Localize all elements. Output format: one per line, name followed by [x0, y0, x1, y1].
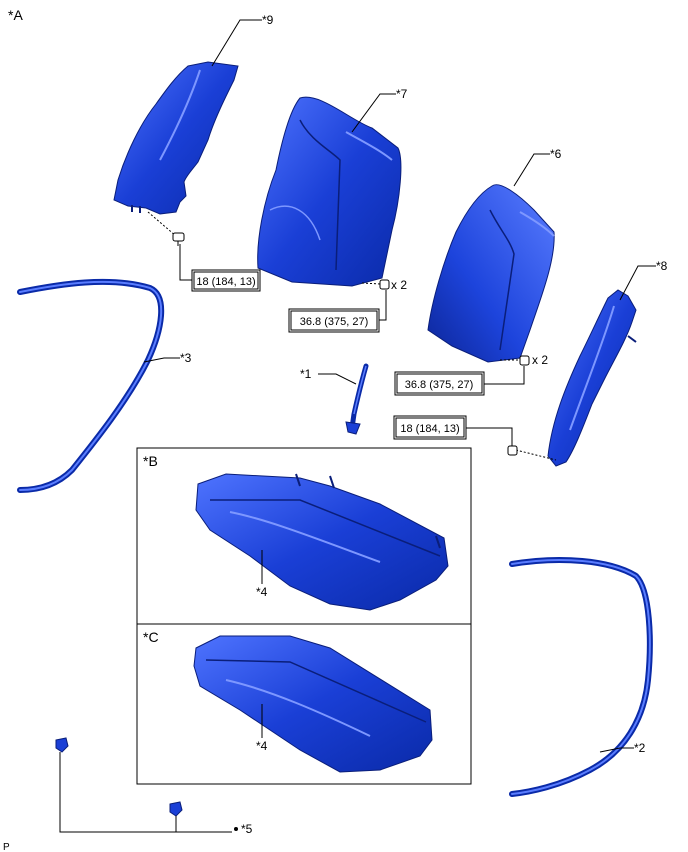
torque-box-7: 36.8 (375, 27): [288, 308, 380, 333]
torque-box-6: 36.8 (375, 27): [394, 371, 485, 396]
bolt-7: [379, 279, 390, 290]
callout-8: *8: [656, 259, 668, 273]
frame-view-c: [136, 623, 472, 785]
torque-value-7: 36.8 (375, 27): [300, 316, 369, 328]
view-label-a: *A: [8, 7, 23, 23]
callout-5: *5: [241, 822, 253, 836]
view-label-c: *C: [143, 629, 159, 645]
callout-3: *3: [180, 351, 192, 365]
leader-7: [351, 93, 396, 133]
seatback-center: [257, 96, 402, 287]
callout-7: *7: [396, 87, 408, 101]
side-bolster-right: [547, 289, 637, 467]
bullet-5: [234, 827, 238, 831]
torque-value-9: 18 (184, 13): [196, 276, 255, 288]
callout-9: *9: [262, 13, 274, 27]
bolt-9: [172, 232, 185, 246]
callout-6: *6: [550, 147, 562, 161]
seat-cushion-b: [195, 473, 449, 611]
side-bolster-left: [113, 61, 239, 215]
leader-2: [599, 747, 634, 753]
clip-5a: [55, 737, 69, 753]
callout-4-c: *4: [256, 739, 268, 753]
hook-strap: [345, 363, 369, 435]
leader-5: [59, 752, 232, 833]
corner-mark: P: [3, 842, 10, 852]
torque-value-6: 36.8 (375, 27): [405, 379, 474, 391]
leader-3: [143, 357, 180, 363]
leader-1: [318, 373, 357, 385]
seatback-right: [427, 184, 555, 363]
callout-1: *1: [300, 367, 312, 381]
view-label-b: *B: [143, 453, 158, 469]
torque-value-8: 18 (184, 13): [400, 423, 459, 435]
dashed-line-7: [361, 282, 381, 285]
torque-box-8: 18 (184, 13): [393, 415, 467, 440]
leader-torque-9: [179, 244, 192, 281]
torque-box-9: 18 (184, 13): [191, 269, 261, 292]
dashed-line-9: [147, 211, 177, 237]
leader-torque-6: [484, 366, 525, 385]
callout-4-b: *4: [256, 585, 268, 599]
dashed-line-8: [515, 449, 557, 461]
leader-torque-8: [466, 427, 513, 446]
bolt-6: [519, 355, 530, 366]
leader-6: [513, 153, 550, 187]
quantity-7: x 2: [391, 278, 407, 292]
bolt-8: [507, 445, 518, 456]
leader-8: [619, 265, 656, 301]
leader-torque-7: [378, 290, 387, 321]
wire-left: [17, 278, 165, 493]
quantity-6: x 2: [532, 353, 548, 367]
wire-right: [509, 557, 653, 797]
callout-2: *2: [634, 741, 646, 755]
seat-cushion-c: [193, 635, 433, 773]
leader-9: [211, 19, 262, 67]
clip-5b: [169, 801, 183, 817]
